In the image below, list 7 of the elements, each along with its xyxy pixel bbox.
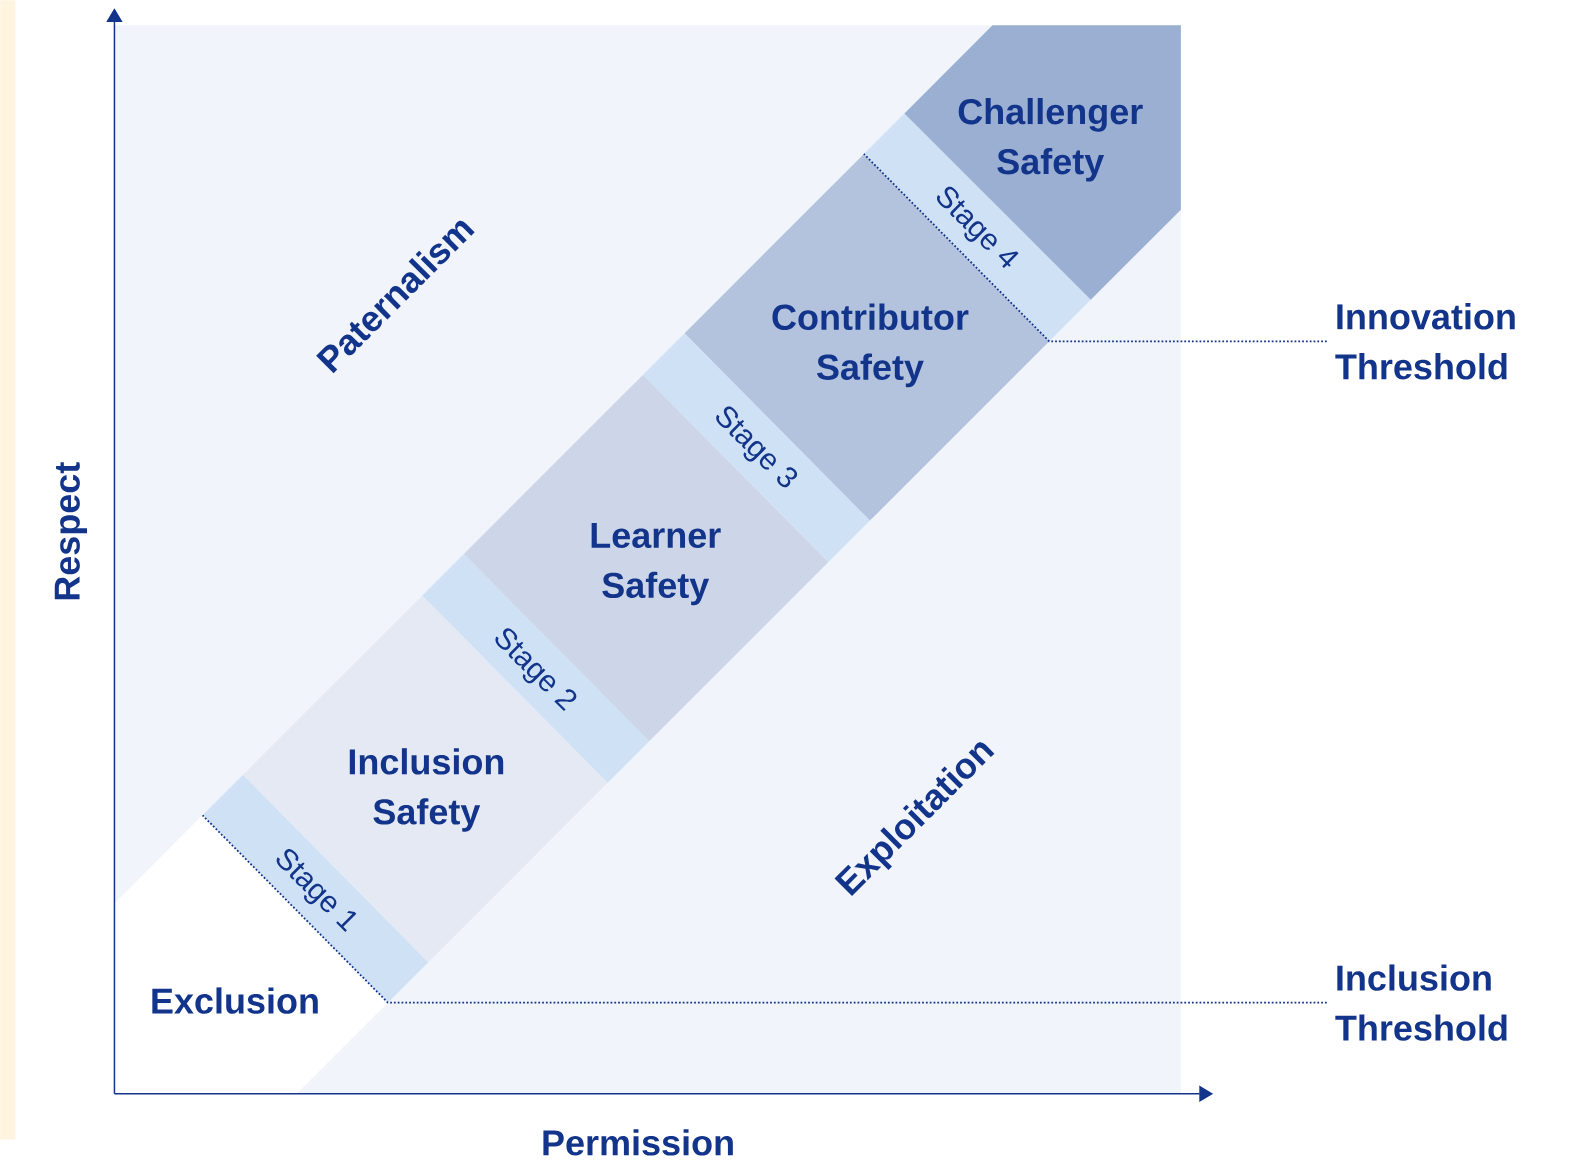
threshold-label: Inclusion Threshold — [1335, 964, 1507, 1041]
side-bar — [0, 0, 16, 1140]
threshold-line — [201, 814, 1328, 1004]
threshold-label: Innovation Threshold — [1335, 303, 1515, 380]
threshold-line — [863, 153, 1328, 343]
axis-label: Permission — [543, 1129, 733, 1156]
axis-label: Respect — [54, 462, 87, 600]
